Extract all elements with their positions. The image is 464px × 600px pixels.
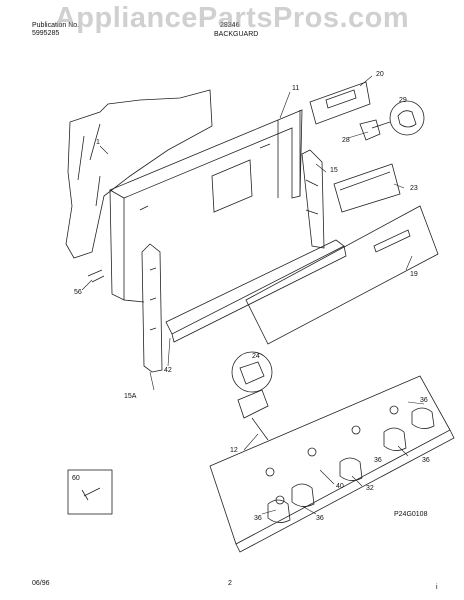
- callout-1: 1: [96, 139, 100, 146]
- diagram-code: P24G0108: [394, 511, 428, 518]
- screw-56: [87, 269, 105, 283]
- display-lens: [333, 163, 401, 213]
- callout-60: 60: [72, 475, 80, 482]
- control-knobs: [267, 407, 435, 523]
- callout-40: 40: [336, 483, 344, 490]
- callout-19: 19: [410, 271, 418, 278]
- callout-20: 20: [376, 71, 384, 78]
- model-number: 28346: [220, 22, 240, 29]
- footer-mark: i: [436, 584, 438, 591]
- callout-12: 12: [230, 447, 238, 454]
- section-title: BACKGUARD: [214, 31, 259, 38]
- callout-29: 29: [399, 97, 407, 104]
- leader-lines: [81, 75, 425, 515]
- callout-28: 28: [342, 137, 350, 144]
- trim-strip: [165, 239, 347, 343]
- bolt-box-60: [67, 469, 113, 515]
- callout-42: 42: [164, 367, 172, 374]
- footer-page-number: 2: [228, 580, 232, 587]
- clock-module: [309, 81, 371, 125]
- callout-32: 32: [366, 485, 374, 492]
- callout-labels: 1 11 20 29 28 15 23 19 56 42 15A 24 12 3…: [72, 71, 430, 522]
- callout-11: 11: [292, 85, 299, 92]
- rear-guard-panel: [65, 89, 213, 259]
- callout-15a: 15A: [124, 393, 137, 400]
- callout-23: 23: [410, 185, 418, 192]
- callout-36c: 36: [374, 457, 382, 464]
- watermark: AppliancePartsPros.com: [54, 2, 410, 34]
- knob-part-28: [359, 119, 391, 141]
- switch-detail-24: [231, 351, 273, 393]
- callout-56: 56: [74, 289, 82, 296]
- callout-36a: 36: [420, 397, 428, 404]
- knob-detail-29: [389, 100, 425, 136]
- publication-label: Publication No.: [32, 22, 80, 29]
- front-overlay-panel: [245, 205, 439, 345]
- backguard-frame: [109, 109, 303, 303]
- callout-24: 24: [252, 353, 260, 360]
- callout-36e: 36: [316, 515, 324, 522]
- right-bracket: [301, 149, 325, 249]
- publication-number: 5995285: [32, 30, 60, 37]
- callout-15: 15: [330, 167, 338, 174]
- left-bracket: [141, 243, 163, 373]
- callout-36d: 36: [254, 515, 262, 522]
- callout-36b: 36: [422, 457, 430, 464]
- control-panel: [209, 375, 455, 553]
- valve-assembly-12: [237, 389, 269, 441]
- footer-date: 06/96: [32, 580, 50, 587]
